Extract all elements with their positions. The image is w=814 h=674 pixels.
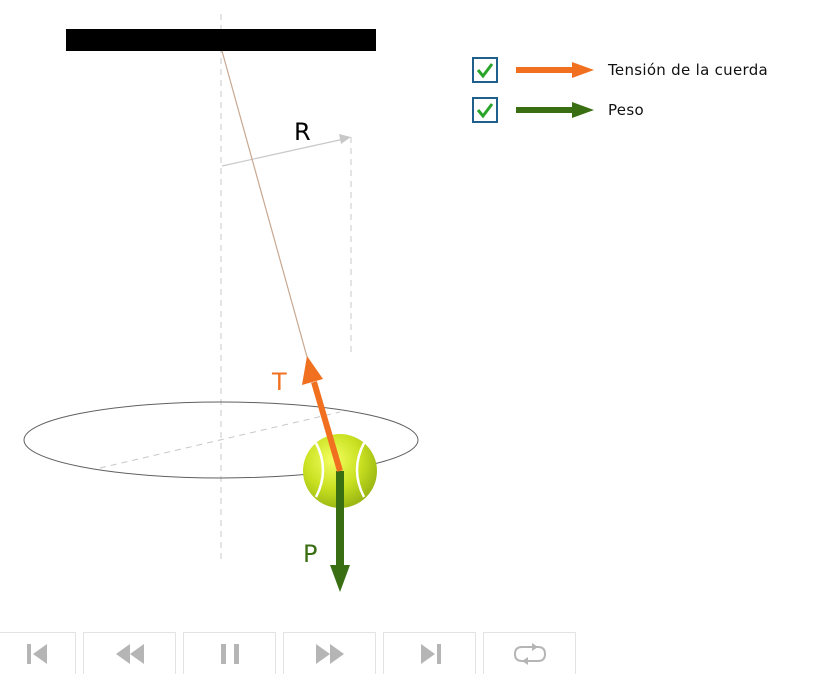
weight-checkbox[interactable]	[472, 97, 498, 123]
checkmark-icon	[476, 103, 494, 119]
weight-arrow-shaft	[336, 471, 344, 568]
tennis-ball-seam-2	[355, 442, 366, 498]
go-to-start-button[interactable]	[0, 632, 76, 674]
tension-arrow-head	[302, 356, 323, 385]
orbit-path	[23, 401, 419, 479]
legend-item-tension: Tensión de la cuerda	[472, 57, 768, 83]
tension-label: T	[271, 368, 287, 396]
skip-to-start-icon	[26, 643, 47, 664]
radius-arrow-line	[221, 138, 345, 167]
pendulum-string	[221, 50, 310, 365]
ceiling-support	[66, 29, 376, 51]
checkmark-icon	[476, 63, 494, 79]
radius-arrow-head	[339, 134, 351, 144]
tennis-ball-seam	[314, 442, 325, 498]
fast-forward-icon	[315, 643, 344, 664]
conical-pendulum-scene: R P T	[23, 14, 419, 592]
legend-item-weight: Peso	[472, 97, 644, 123]
step-forward-button[interactable]	[283, 632, 376, 674]
weight-legend-label: Peso	[608, 101, 644, 119]
radius-label: R	[294, 118, 311, 146]
tension-legend-arrow-icon	[516, 62, 594, 78]
orbit-radius-guide	[99, 411, 341, 469]
tension-legend-label: Tensión de la cuerda	[608, 61, 769, 79]
tension-arrow-shaft	[311, 381, 343, 472]
go-to-end-button[interactable]	[383, 632, 476, 674]
rewind-icon	[115, 643, 144, 664]
skip-to-end-icon	[420, 643, 441, 664]
tension-checkbox[interactable]	[472, 57, 498, 83]
weight-label: P	[303, 540, 317, 568]
pause-icon	[220, 643, 239, 664]
weight-legend-arrow-icon	[516, 102, 594, 118]
loop-button[interactable]	[483, 632, 576, 674]
playback-controls	[0, 632, 580, 674]
weight-arrow-head	[330, 565, 350, 592]
pause-button[interactable]	[183, 632, 276, 674]
loop-icon	[513, 642, 546, 665]
step-back-button[interactable]	[83, 632, 176, 674]
